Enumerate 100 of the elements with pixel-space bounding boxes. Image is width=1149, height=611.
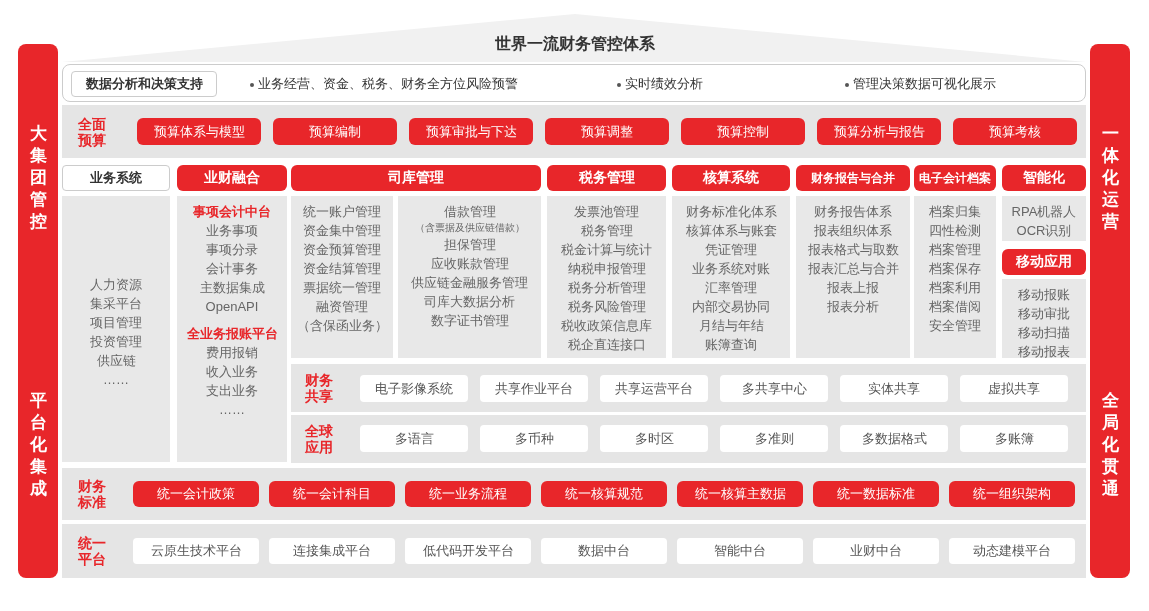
module-pill xyxy=(720,375,828,402)
header-text: 移动应用 xyxy=(1016,253,1072,271)
list-item: 移动报账 xyxy=(1018,286,1070,304)
pillar-title: 全局化贯通 xyxy=(1101,389,1119,500)
column-header xyxy=(672,165,790,191)
pill-text: 多数据格式 xyxy=(861,429,927,448)
list-item: 移动审批 xyxy=(1018,305,1070,323)
module-pill xyxy=(480,425,588,452)
list-item: 供应链 xyxy=(96,352,136,370)
pillar-title: 平台化集成 xyxy=(29,389,47,500)
module-pill xyxy=(813,481,939,507)
layer-title: 全面预算 xyxy=(78,115,107,148)
module-pill xyxy=(813,538,939,564)
pill-text: 统一数据标准 xyxy=(837,485,915,503)
module-pill xyxy=(953,118,1077,145)
layer-band xyxy=(62,64,1086,102)
list-item: （含保函业务） xyxy=(296,317,388,335)
list-item: 移动扫描 xyxy=(1018,324,1070,342)
list-item: 档案管理 xyxy=(929,241,981,259)
list-item: 报表格式与取数 xyxy=(807,241,899,259)
layer-band xyxy=(291,415,1086,463)
list-item: 税收政策信息库 xyxy=(561,317,652,335)
list-item: 档案利用 xyxy=(929,279,981,297)
module-pill xyxy=(541,538,667,564)
column-header xyxy=(71,71,217,97)
pill-text: 连接集成平台 xyxy=(293,542,371,560)
bullet-text: 业务经营、资金、税务、财务全方位风险预警 xyxy=(258,75,518,93)
diagram-title: 世界一流财务管控体系 xyxy=(493,34,656,54)
module-pill xyxy=(817,118,941,145)
pill-text: 实体共享 xyxy=(868,379,920,398)
header-text: 数据分析和决策支持 xyxy=(85,75,203,93)
pill-text: 云原生技术平台 xyxy=(150,542,242,560)
pill-text: 共享运营平台 xyxy=(615,379,693,398)
pill-text: 预算体系与模型 xyxy=(153,122,245,141)
list-item: 税务分析管理 xyxy=(567,279,646,297)
list-item: 主数据集成 xyxy=(199,279,265,297)
layer-title: 统一平台 xyxy=(78,535,107,567)
list-item: 融资管理 xyxy=(316,298,368,316)
pill-text: 统一核算主数据 xyxy=(694,485,786,503)
column-header xyxy=(291,165,541,191)
module-pill xyxy=(409,118,533,145)
module-pill xyxy=(273,118,397,145)
list-item: 收入业务 xyxy=(206,363,258,381)
list-item: 移动报表 xyxy=(1018,343,1070,361)
list-item: OCR识别 xyxy=(1016,222,1072,240)
column-header xyxy=(914,165,996,191)
layer-title: 财务标准 xyxy=(78,478,107,510)
column-header xyxy=(1002,165,1086,191)
side-pillar xyxy=(18,44,58,578)
column-header xyxy=(1002,249,1086,275)
pill-text: 低代码开发平台 xyxy=(422,542,514,560)
list-heading: 事项会计中台 xyxy=(193,203,271,221)
list-item: 人力资源 xyxy=(90,276,142,294)
column-header xyxy=(62,165,170,191)
list-item: 供应链金融服务管理 xyxy=(411,274,528,292)
pill-text: 共享作业平台 xyxy=(495,379,573,398)
list-item: 担保管理 xyxy=(443,236,496,254)
header-text: 司库管理 xyxy=(388,169,444,187)
module-pill xyxy=(600,375,708,402)
list-item: 报表分析 xyxy=(827,298,879,316)
list-item: 税企直连接口 xyxy=(567,336,646,354)
bullet-text: 实时绩效分析 xyxy=(625,75,703,93)
module-pill xyxy=(949,481,1075,507)
list-item: 票据统一管理 xyxy=(303,279,381,297)
module-pill xyxy=(269,481,395,507)
header-text: 智能化 xyxy=(1023,169,1065,187)
pill-text: 统一会计政策 xyxy=(157,485,235,503)
list-item: 税务管理 xyxy=(580,222,633,240)
list-item: 纳税申报管理 xyxy=(567,260,646,278)
list-item: 税务风险管理 xyxy=(567,298,646,316)
pillar-title: 一体化运营 xyxy=(1101,122,1119,233)
list-item: 凭证管理 xyxy=(705,241,757,259)
pill-text: 虚拟共享 xyxy=(988,379,1040,398)
list-item: 统一账户管理 xyxy=(303,203,381,221)
module-pill xyxy=(840,425,948,452)
module-pill xyxy=(405,481,531,507)
pill-text: 多币种 xyxy=(514,429,554,448)
pill-text: 预算控制 xyxy=(717,122,769,141)
list-item: OpenAPI xyxy=(205,298,259,316)
pill-text: 业财中台 xyxy=(850,542,902,560)
list-item: 档案归集 xyxy=(929,203,981,221)
list-item: 事项分录 xyxy=(206,241,258,259)
list-item: 报表上报 xyxy=(827,279,879,297)
pill-text: 预算分析与报告 xyxy=(833,122,925,141)
header-text: 财务报告与合并 xyxy=(811,169,895,187)
list-item: 汇率管理 xyxy=(705,279,757,297)
module-pill xyxy=(677,481,803,507)
module-pill xyxy=(360,375,468,402)
list-item: 资金结算管理 xyxy=(303,260,381,278)
list-item: 安全管理 xyxy=(929,317,981,335)
list-item: 投资管理 xyxy=(90,333,142,351)
list-item: 费用报销 xyxy=(206,344,258,362)
pill-text: 数据中台 xyxy=(578,542,630,560)
pill-text: 统一核算规范 xyxy=(565,485,643,503)
header-text: 税务管理 xyxy=(578,169,635,187)
column-header xyxy=(547,165,666,191)
pill-text: 预算审批与下达 xyxy=(425,122,517,141)
pill-text: 电子影像系统 xyxy=(375,379,453,398)
list-item: 月结与年结 xyxy=(698,317,764,335)
module-pill xyxy=(133,481,259,507)
